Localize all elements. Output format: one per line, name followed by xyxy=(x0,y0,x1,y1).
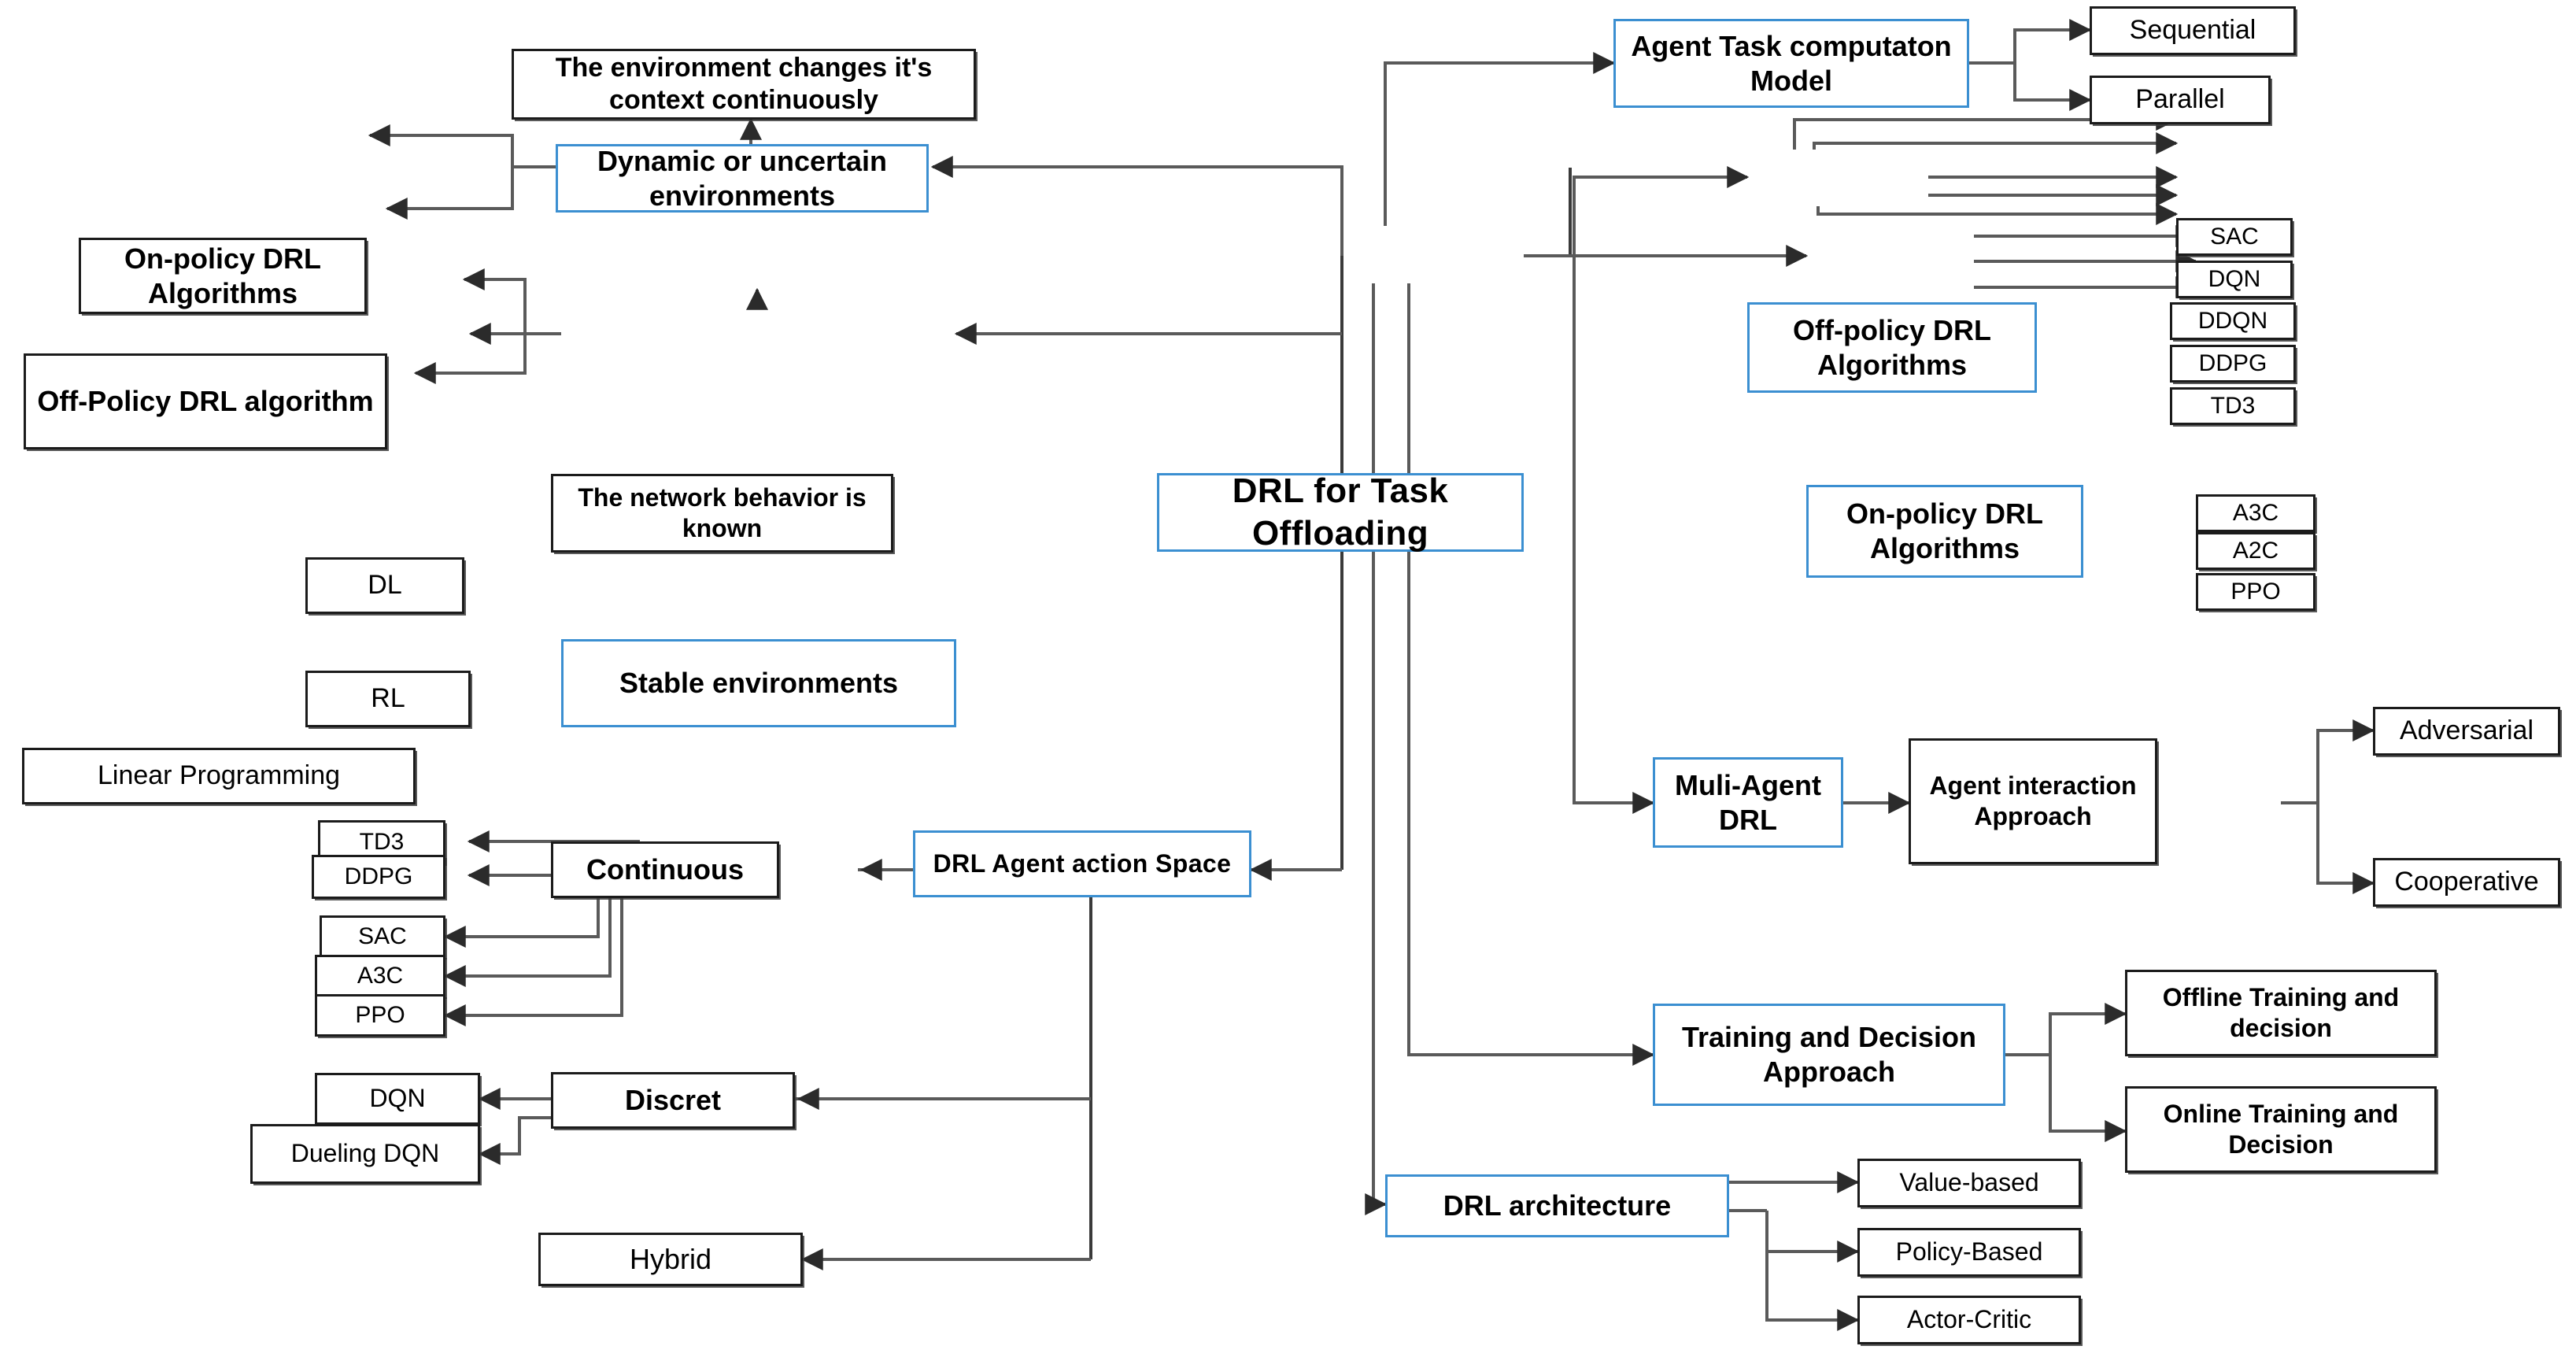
node-continuous-a3c-label: A3C xyxy=(357,962,404,989)
node-actor-critic-label: Actor-Critic xyxy=(1906,1305,2032,1334)
node-off-policy-drl-left[interactable]: Off-Policy DRL algorithm xyxy=(24,353,387,449)
node-discret-label: Discret xyxy=(624,1084,722,1117)
node-off-policy-td3-label: TD3 xyxy=(2210,392,2256,419)
node-off-policy-sac-label: SAC xyxy=(2210,223,2259,250)
node-on-policy-drl-left-label: On-policy DRL Algorithms xyxy=(124,242,321,309)
node-cooperative-label: Cooperative xyxy=(2394,867,2539,897)
node-dqn-left-label: DQN xyxy=(369,1084,426,1113)
node-drl-architecture-label: DRL architecture xyxy=(1443,1189,1672,1222)
node-on-policy-algorithms[interactable]: On-policy DRL Algorithms xyxy=(1806,485,2083,578)
node-agent-interaction-approach-label: Agent interaction Approach xyxy=(1929,771,2137,830)
node-cooperative[interactable]: Cooperative xyxy=(2373,858,2560,907)
node-off-policy-sac[interactable]: SAC xyxy=(2176,218,2293,256)
node-linear-programming-label: Linear Programming xyxy=(97,760,341,791)
node-adversarial[interactable]: Adversarial xyxy=(2373,707,2560,756)
node-multi-agent-drl-label: Muli-Agent DRL xyxy=(1675,768,1821,836)
node-action-space-label: DRL Agent action Space xyxy=(933,849,1232,878)
node-action-space[interactable]: DRL Agent action Space xyxy=(913,830,1251,897)
node-dl[interactable]: DL xyxy=(305,557,464,614)
node-continuous-a3c[interactable]: A3C xyxy=(315,955,445,997)
node-off-policy-dqn[interactable]: DQN xyxy=(2176,261,2293,298)
node-off-policy-ddpg[interactable]: DDPG xyxy=(2170,345,2296,383)
node-continuous-ddpg[interactable]: DDPG xyxy=(312,855,445,899)
node-dynamic-note[interactable]: The environment changes it's context con… xyxy=(512,49,976,120)
node-dynamic-label: Dynamic or uncertain environments xyxy=(597,144,888,212)
node-continuous[interactable]: Continuous xyxy=(551,841,779,898)
node-value-based[interactable]: Value-based xyxy=(1857,1159,2081,1207)
node-off-policy-drl-algorithms[interactable]: Off-policy DRL Algorithms xyxy=(1747,302,2037,393)
node-sequential[interactable]: Sequential xyxy=(2090,6,2296,55)
node-dueling-dqn[interactable]: Dueling DQN xyxy=(250,1124,480,1184)
node-root[interactable]: DRL for Task Offloading xyxy=(1157,471,1524,553)
node-sequential-label: Sequential xyxy=(2129,15,2256,46)
node-offline-training[interactable]: Offline Training and decision xyxy=(2125,970,2437,1056)
node-on-policy-drl-left[interactable]: On-policy DRL Algorithms xyxy=(79,238,367,314)
node-stable-note-label: The network behavior is known xyxy=(578,483,867,542)
node-dueling-dqn-label: Dueling DQN xyxy=(290,1139,440,1168)
node-adversarial-label: Adversarial xyxy=(2399,715,2534,746)
node-off-policy-ddpg-label: DDPG xyxy=(2198,349,2267,376)
node-drl-architecture[interactable]: DRL architecture xyxy=(1385,1174,1729,1237)
node-on-policy-a3c[interactable]: A3C xyxy=(2196,494,2315,532)
node-continuous-sac-label: SAC xyxy=(358,923,407,949)
node-dl-label: DL xyxy=(368,570,402,601)
node-dynamic[interactable]: Dynamic or uncertain environments xyxy=(556,144,929,213)
node-agent-interaction-approach[interactable]: Agent interaction Approach xyxy=(1909,738,2157,864)
node-on-policy-a2c-label: A2C xyxy=(2232,537,2279,564)
node-stable[interactable]: Stable environments xyxy=(561,639,956,727)
node-training-decision-approach[interactable]: Training and Decision Approach xyxy=(1653,1004,2005,1106)
node-parallel-label: Parallel xyxy=(2135,84,2225,115)
node-actor-critic[interactable]: Actor-Critic xyxy=(1857,1296,2081,1344)
node-root-label: DRL for Task Offloading xyxy=(1232,471,1449,553)
node-training-decision-approach-label: Training and Decision Approach xyxy=(1681,1021,1977,1088)
node-on-policy-a3c-label: A3C xyxy=(2232,499,2279,526)
node-on-policy-a2c[interactable]: A2C xyxy=(2196,532,2315,570)
node-continuous-ppo-label: PPO xyxy=(355,1001,405,1028)
node-on-policy-ppo[interactable]: PPO xyxy=(2196,573,2315,611)
node-linear-programming[interactable]: Linear Programming xyxy=(22,748,416,804)
node-offline-training-label: Offline Training and decision xyxy=(2162,982,2400,1042)
node-off-policy-ddqn-label: DDQN xyxy=(2197,307,2268,334)
node-policy-based[interactable]: Policy-Based xyxy=(1857,1228,2081,1277)
node-agent-task-model-label: Agent Task computaton Model xyxy=(1631,29,1952,97)
node-online-training[interactable]: Online Training and Decision xyxy=(2125,1086,2437,1173)
node-off-policy-dqn-label: DQN xyxy=(2208,265,2261,292)
node-value-based-label: Value-based xyxy=(1899,1168,2039,1197)
node-off-policy-drl-algorithms-label: Off-policy DRL Algorithms xyxy=(1793,313,1991,381)
node-parallel[interactable]: Parallel xyxy=(2090,76,2271,124)
node-dqn-left[interactable]: DQN xyxy=(315,1073,480,1125)
node-continuous-td3-label: TD3 xyxy=(359,828,405,855)
node-continuous-ddpg-label: DDPG xyxy=(344,863,413,889)
node-on-policy-algorithms-label: On-policy DRL Algorithms xyxy=(1846,497,2043,564)
node-dynamic-note-label: The environment changes it's context con… xyxy=(555,52,933,115)
node-continuous-sac[interactable]: SAC xyxy=(320,915,445,958)
node-multi-agent-drl[interactable]: Muli-Agent DRL xyxy=(1653,757,1843,848)
node-policy-based-label: Policy-Based xyxy=(1895,1237,2043,1266)
node-hybrid-label: Hybrid xyxy=(629,1243,712,1276)
node-off-policy-drl-left-label: Off-Policy DRL algorithm xyxy=(37,385,374,418)
node-rl-label: RL xyxy=(371,683,405,714)
node-continuous-ppo[interactable]: PPO xyxy=(315,994,445,1037)
node-hybrid[interactable]: Hybrid xyxy=(538,1233,803,1286)
node-on-policy-ppo-label: PPO xyxy=(2230,578,2281,605)
node-rl[interactable]: RL xyxy=(305,671,471,727)
node-off-policy-td3[interactable]: TD3 xyxy=(2170,387,2296,425)
node-stable-note[interactable]: The network behavior is known xyxy=(551,474,893,553)
node-stable-label: Stable environments xyxy=(619,667,899,700)
node-off-policy-ddqn[interactable]: DDQN xyxy=(2170,302,2296,340)
node-discret[interactable]: Discret xyxy=(551,1072,795,1129)
node-agent-task-model[interactable]: Agent Task computaton Model xyxy=(1613,19,1969,108)
node-online-training-label: Online Training and Decision xyxy=(2163,1099,2399,1159)
node-continuous-label: Continuous xyxy=(586,853,744,886)
